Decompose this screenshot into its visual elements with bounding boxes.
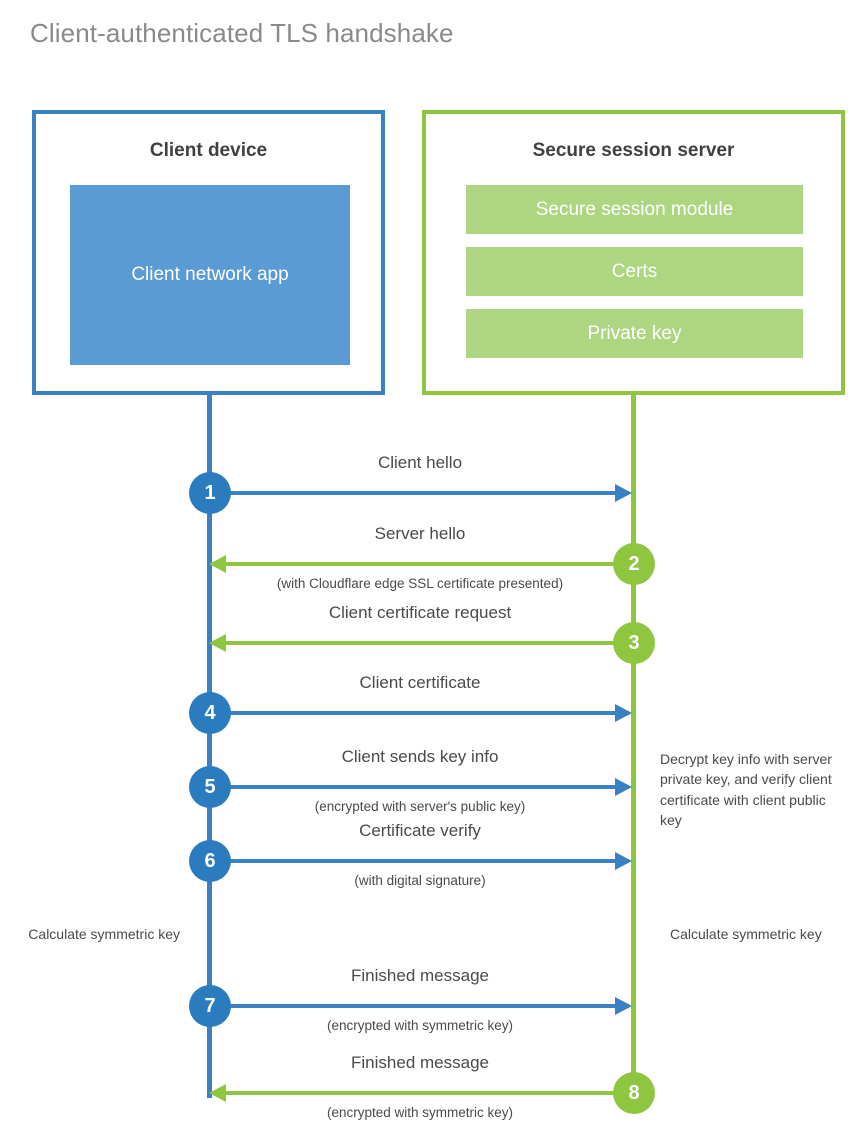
message-label-4: Client certificate [359,673,481,692]
server-component-certs: Certs [466,247,803,296]
arrow-line-1 [210,491,629,495]
arrow-head-right-icon [615,778,632,796]
server-lifeline [631,394,636,1093]
message-label-7: Finished message [351,966,489,985]
note-decrypt-key-info: Decrypt key info with server private key… [660,751,832,828]
secure-session-server-box: Secure session server Secure session mod… [422,110,845,395]
arrow-head-left-icon [209,1084,226,1102]
arrow-line-2 [213,562,634,566]
step-badge-5: 5 [189,766,231,808]
message-label-8: Finished message [351,1053,489,1072]
arrow-line-4 [210,711,629,715]
arrow-line-7 [210,1004,629,1008]
arrow-head-right-icon [615,997,632,1015]
step-badge-8: 8 [613,1072,655,1114]
message-label-2: Server hello [374,524,466,543]
secure-session-server-title: Secure session server [532,140,735,161]
message-sublabel-7: (encrypted with symmetric key) [326,1018,514,1033]
arrow-line-6 [210,859,629,863]
message-sublabel-5: (encrypted with server's public key) [314,799,526,814]
step-badge-1: 1 [189,472,231,514]
page-title: Client-authenticated TLS handshake [30,18,454,48]
step-badge-4: 4 [189,692,231,734]
step-badge-2: 2 [613,543,655,585]
arrow-head-right-icon [615,484,632,502]
step-badge-6: 6 [189,840,231,882]
server-component-secure-session-module: Secure session module [466,185,803,234]
message-sublabel-2: (with Cloudflare edge SSL certificate pr… [276,576,564,591]
message-label-1: Client hello [377,453,463,472]
message-sublabel-8: (encrypted with symmetric key) [326,1105,514,1120]
arrow-line-8 [213,1091,634,1095]
arrow-head-left-icon [209,634,226,652]
arrow-line-3 [213,641,634,645]
client-device-title: Client device [149,140,268,161]
step-badge-7: 7 [189,985,231,1027]
message-label-5: Client sends key info [341,747,499,766]
arrow-head-right-icon [615,704,632,722]
server-component-private-key: Private key [466,309,803,358]
client-device-box: Client device Client network app [32,110,385,395]
message-label-3: Client certificate request [328,603,512,622]
client-lifeline [207,394,212,1098]
message-label-6: Certificate verify [359,821,481,840]
client-network-app-block: Client network app [70,185,350,365]
message-sublabel-6: (with digital signature) [354,873,486,888]
arrow-head-right-icon [615,852,632,870]
step-badge-3: 3 [613,622,655,664]
arrow-line-5 [210,785,629,789]
note-calculate-symmetric-key-client: Calculate symmetric key [28,926,180,942]
arrow-head-left-icon [209,555,226,573]
note-calculate-symmetric-key-server: Calculate symmetric key [670,926,822,942]
